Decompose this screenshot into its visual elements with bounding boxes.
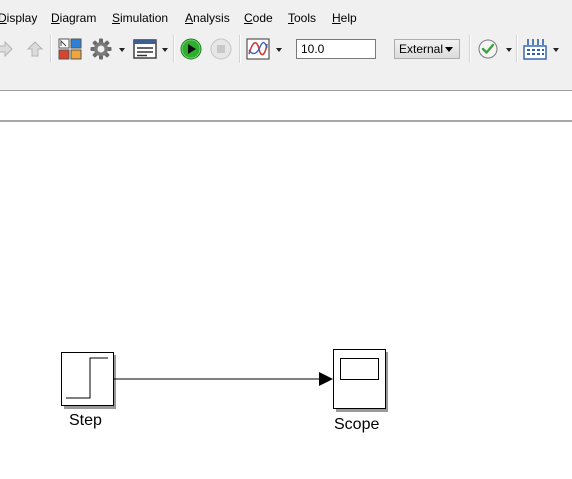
- model-settings-icon[interactable]: [90, 38, 112, 60]
- menu-display-label: Display: [0, 11, 38, 25]
- toolbar-separator: [50, 35, 52, 63]
- menu-display[interactable]: Display: [0, 10, 37, 26]
- menu-tools-label: Tools: [288, 11, 317, 25]
- stop-time-field[interactable]: [296, 39, 376, 59]
- menu-bar: Display Diagram Simulation Analysis Code…: [0, 0, 572, 32]
- menu-diagram-label: Diagram: [51, 11, 97, 25]
- chevron-down-icon[interactable]: [506, 48, 512, 52]
- data-inspector-icon[interactable]: [246, 38, 270, 60]
- chevron-down-icon[interactable]: [276, 48, 282, 52]
- address-bar[interactable]: [0, 91, 572, 122]
- build-icon[interactable]: [523, 38, 547, 60]
- menu-analysis-label: Analysis: [185, 11, 230, 25]
- library-browser-icon[interactable]: [58, 38, 82, 60]
- step-block[interactable]: [61, 352, 117, 410]
- menu-simulation-label: Simulation: [112, 11, 169, 25]
- menu-code-label: Code: [244, 11, 273, 25]
- up-icon[interactable]: [26, 40, 44, 58]
- toolbar-separator: [469, 35, 471, 63]
- menu-code[interactable]: Code: [244, 10, 273, 26]
- chevron-down-icon[interactable]: [119, 48, 125, 52]
- explorer-bar: [0, 68, 572, 91]
- menu-help[interactable]: Help: [332, 10, 357, 26]
- scope-block-label: Scope: [334, 416, 380, 433]
- toolbar-separator: [239, 35, 241, 63]
- menu-help-label: Help: [332, 11, 357, 25]
- forward-icon[interactable]: [0, 40, 14, 58]
- menu-analysis[interactable]: Analysis: [185, 10, 230, 26]
- chevron-down-icon[interactable]: [553, 48, 559, 52]
- menu-diagram[interactable]: Diagram: [51, 10, 96, 26]
- toolbar-separator: [173, 35, 175, 63]
- run-icon[interactable]: [180, 38, 202, 60]
- simulation-mode-value: External: [399, 42, 444, 56]
- step-waveform-icon: [66, 357, 108, 399]
- scope-block[interactable]: [333, 349, 389, 413]
- signal-arrowhead: [319, 372, 333, 386]
- model-explorer-icon[interactable]: [133, 39, 157, 59]
- scope-screen-icon: [340, 358, 379, 380]
- chevron-down-icon: [445, 47, 453, 52]
- chevron-down-icon[interactable]: [162, 48, 168, 52]
- menu-simulation[interactable]: Simulation: [112, 10, 168, 26]
- simulation-mode-select[interactable]: External: [394, 39, 460, 59]
- step-block-label: Step: [69, 412, 102, 429]
- step-block-body: [61, 352, 114, 406]
- check-icon[interactable]: [478, 39, 498, 59]
- menu-tools[interactable]: Tools: [288, 10, 316, 26]
- toolbar-separator: [516, 35, 518, 63]
- model-canvas[interactable]: [0, 122, 572, 479]
- stop-icon[interactable]: [210, 38, 232, 60]
